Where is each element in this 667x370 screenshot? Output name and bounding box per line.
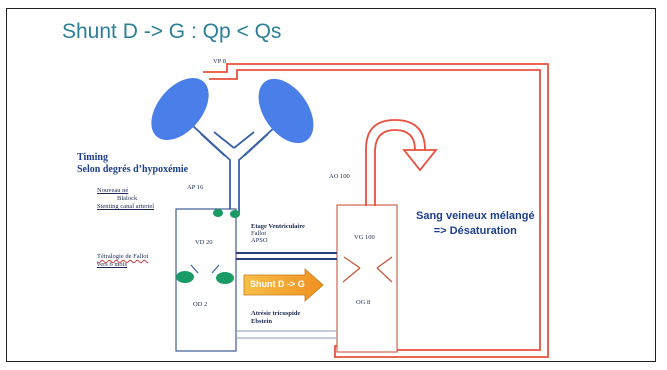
tricuspid-valve-left <box>176 271 194 283</box>
mitral-valve-lines <box>342 256 393 283</box>
label-sang-line1: Sang veineux mélangé <box>416 210 535 222</box>
right-heart-inner-lines <box>190 264 220 274</box>
label-apso: APSO <box>251 237 268 244</box>
label-ap: AP 16 <box>187 184 204 191</box>
label-vg: VG 100 <box>354 234 375 241</box>
label-tetralogie: Tétralogie de Fallot <box>97 253 149 260</box>
right-lung <box>258 78 314 144</box>
label-sang-veineux: Sang veineux mélangé => Désaturation <box>416 209 535 239</box>
label-etage-ventriculaire: Etage Ventriculaire <box>251 223 305 230</box>
tricuspid-valve-right <box>216 272 234 284</box>
label-stenting: Stenting canal arteriel <box>97 203 155 210</box>
label-timing: Timing Selon degrés d’hypoxémie <box>77 152 188 176</box>
left-lung <box>151 78 209 140</box>
slide-border <box>6 8 656 362</box>
shunt-arrow <box>243 268 324 302</box>
ventricular-septum-lines <box>236 252 337 260</box>
label-atresie-tricuspide: Atrésie tricuspide <box>251 310 301 317</box>
label-vd: VD 20 <box>195 239 213 246</box>
pulmonary-artery-tree <box>192 125 277 213</box>
label-og: OG 8 <box>356 299 371 306</box>
label-fallot: Fallot <box>251 230 267 237</box>
label-nouveau-ne: Nouveau né <box>97 187 129 194</box>
slide-title: Shunt D -> G : Qp < Qs <box>62 20 282 43</box>
pulmonary-valve-right <box>230 210 240 218</box>
label-ao: AO 100 <box>329 173 350 180</box>
label-timing-line2: Selon degrés d’hypoxémie <box>77 164 189 175</box>
label-vers-6-mois: vers 6 mois <box>97 261 127 268</box>
label-blalock: Blalock <box>117 195 138 202</box>
label-shunt: Shunt D -> G <box>250 279 305 289</box>
label-vp: VP 8 <box>213 58 226 65</box>
label-ebstein: Ebstein <box>251 318 272 325</box>
aorta-arch <box>365 119 426 206</box>
label-od: OD 2 <box>193 301 208 308</box>
pulmonary-valve-left <box>213 209 223 217</box>
label-timing-line1: Timing <box>77 152 108 163</box>
label-sang-line2: => Désaturation <box>433 224 517 237</box>
atrial-connection-lines <box>236 330 337 339</box>
aorta-arrow-head <box>402 149 438 172</box>
